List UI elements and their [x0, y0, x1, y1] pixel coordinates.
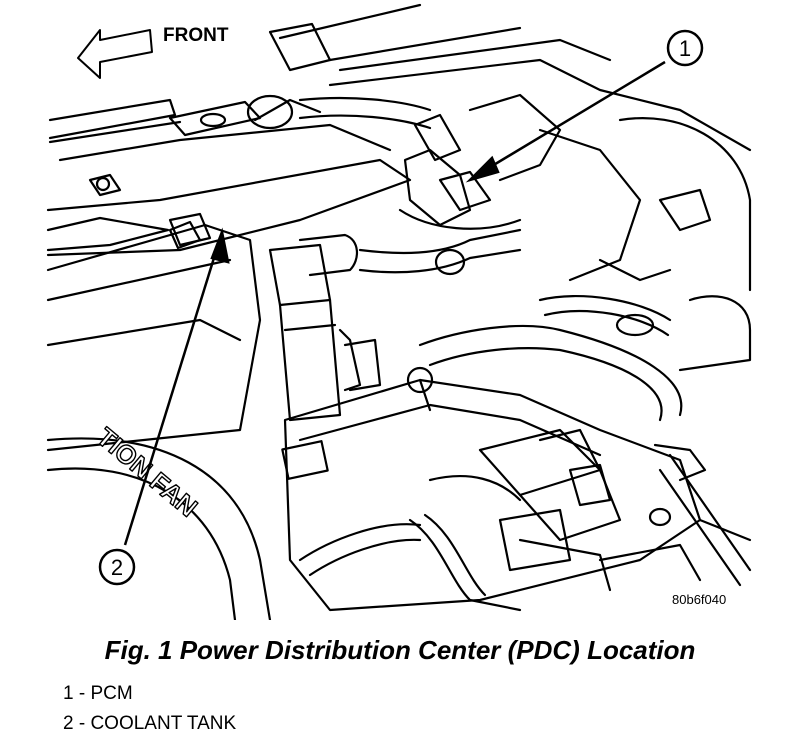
legend-item-pcm: 1 - PCM — [63, 683, 133, 704]
engine-bay-illustration: TION FAN — [46, 3, 752, 620]
pcm-module — [403, 148, 472, 227]
callout-2: 2 — [98, 548, 136, 586]
front-arrow-icon — [77, 29, 153, 79]
figure-code: 80b6f040 — [672, 592, 727, 607]
coolant-tank — [46, 223, 262, 452]
callout-2-number: 2 — [111, 555, 123, 580]
front-direction-label: FRONT — [163, 25, 229, 46]
figure-caption: Fig. 1 Power Distribution Center (PDC) L… — [104, 635, 696, 665]
callout-1-number: 1 — [679, 36, 691, 61]
legend-item-coolant-tank: 2 - COOLANT TANK — [63, 713, 237, 734]
callout-1: 1 — [666, 29, 704, 67]
callout-1-arrowhead — [465, 155, 500, 183]
callout-2-arrowhead — [210, 227, 230, 264]
fan-shroud — [46, 437, 272, 620]
